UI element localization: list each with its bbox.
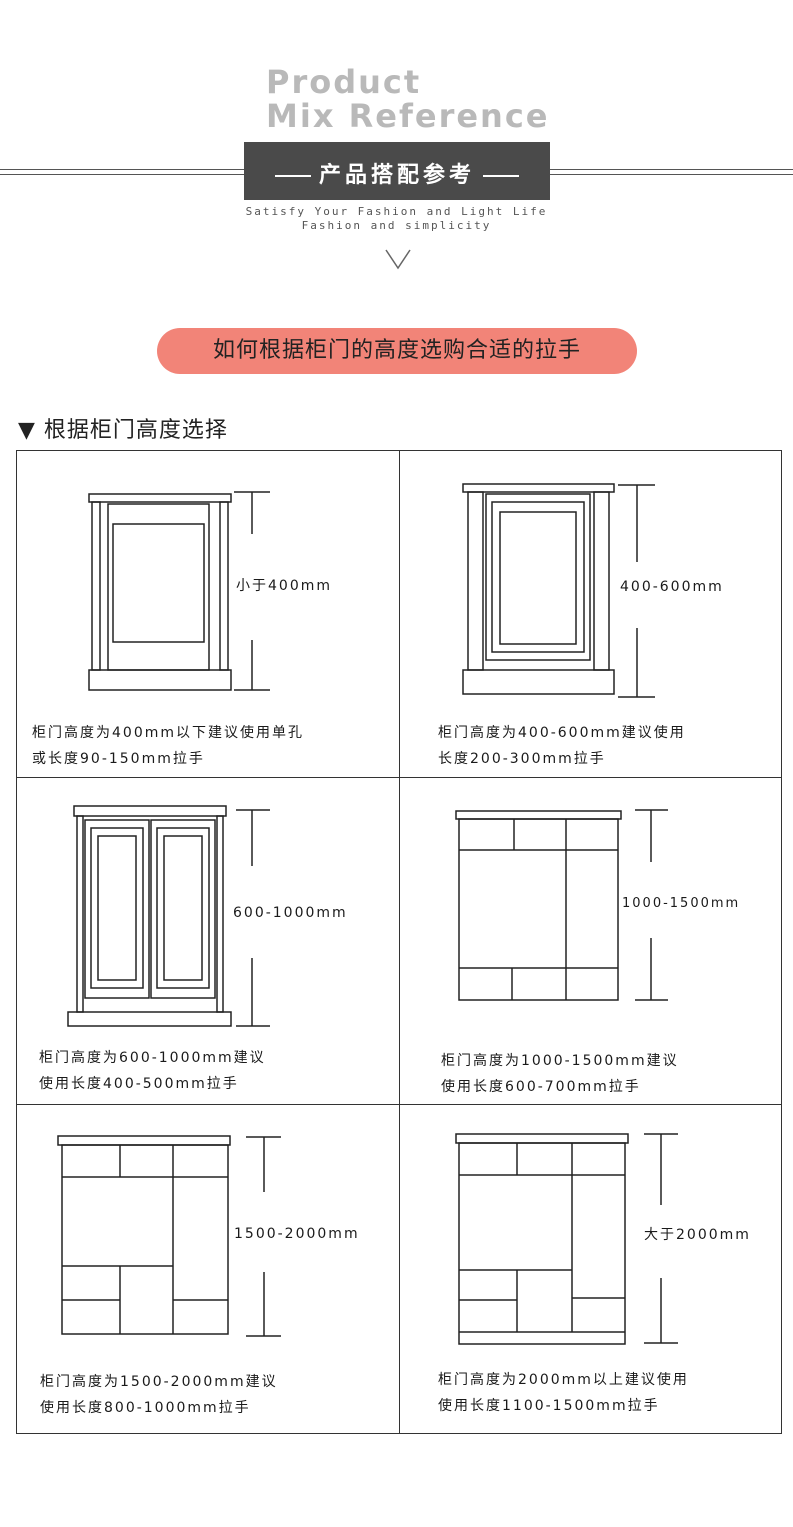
title-line-1: Product [266, 63, 422, 101]
caption-3-line-1: 柜门高度为600-1000mm建议 [39, 1050, 266, 1066]
caption-6-line-2: 使用长度1100-1500mm拉手 [438, 1398, 660, 1414]
triangle-down-icon: ▼ [18, 418, 36, 443]
question-pill: 如何根据柜门的高度选购合适的拉手 [157, 328, 637, 374]
caption-6-line-1: 柜门高度为2000mm以上建议使用 [438, 1372, 689, 1388]
grid-divider-vertical [399, 450, 400, 1434]
caption-3: 柜门高度为600-1000mm建议 使用长度400-500mm拉手 [39, 1045, 266, 1097]
caption-5: 柜门高度为1500-2000mm建议 使用长度800-1000mm拉手 [40, 1369, 278, 1421]
range-label-6: 大于2000mm [644, 1227, 751, 1243]
tagline-2: Fashion and simplicity [301, 219, 492, 232]
header-rule-left-2 [0, 174, 244, 175]
caption-1-line-1: 柜门高度为400mm以下建议使用单孔 [32, 725, 304, 741]
range-label-4: 1000-1500mm [622, 896, 741, 911]
range-label-1: 小于400mm [236, 578, 332, 594]
caption-5-line-2: 使用长度800-1000mm拉手 [40, 1400, 251, 1416]
grid-divider-row-1 [16, 777, 782, 778]
banner-label: 产品搭配参考 [318, 163, 475, 188]
section-title-text: 根据柜门高度选择 [43, 418, 228, 443]
caption-2-line-1: 柜门高度为400-600mm建议使用 [438, 725, 686, 741]
header-rule-right [550, 169, 793, 170]
header-rule-left [0, 169, 244, 170]
section-title: ▼ 根据柜门高度选择 [18, 412, 228, 444]
header-banner: 产品搭配参考 [244, 142, 550, 200]
range-label-2: 400-600mm [620, 579, 724, 595]
caption-1-line-2: 或长度90-150mm拉手 [32, 751, 205, 767]
caption-6: 柜门高度为2000mm以上建议使用 使用长度1100-1500mm拉手 [438, 1367, 689, 1419]
caption-4: 柜门高度为1000-1500mm建议 使用长度600-700mm拉手 [441, 1048, 679, 1100]
caption-4-line-1: 柜门高度为1000-1500mm建议 [441, 1053, 679, 1069]
caption-1: 柜门高度为400mm以下建议使用单孔 或长度90-150mm拉手 [32, 720, 304, 772]
caption-5-line-1: 柜门高度为1500-2000mm建议 [40, 1374, 278, 1390]
title-line-2: Mix Reference [266, 97, 550, 135]
caption-2-line-2: 长度200-300mm拉手 [438, 751, 606, 767]
caption-2: 柜门高度为400-600mm建议使用 长度200-300mm拉手 [438, 720, 686, 772]
grid-divider-row-2 [16, 1104, 782, 1105]
header-rule-right-2 [550, 174, 793, 175]
caption-3-line-2: 使用长度400-500mm拉手 [39, 1076, 239, 1092]
range-label-3: 600-1000mm [233, 905, 348, 921]
range-label-5: 1500-2000mm [234, 1226, 360, 1242]
caption-4-line-2: 使用长度600-700mm拉手 [441, 1079, 641, 1095]
tagline-1: Satisfy Your Fashion and Light Life [245, 205, 548, 218]
